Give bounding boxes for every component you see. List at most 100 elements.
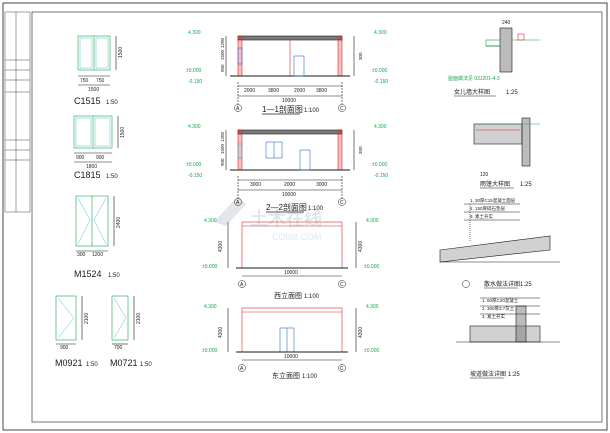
s1-dim-2: 3800 — [268, 88, 279, 94]
detail-canopy-drawing — [473, 117, 540, 167]
e1-level-bot-right: ±0.000 — [364, 264, 379, 270]
m0921-label: M0921 — [55, 358, 83, 368]
m1524-dim-h: 2400 — [116, 217, 122, 228]
window-c1515 — [77, 35, 117, 86]
s2-vdim-3: 1200 — [220, 131, 225, 142]
s1-vdim-3: 1200 — [220, 37, 225, 48]
s1-level-bot-left: -0.150 — [188, 79, 202, 85]
s2-title: 2—2剖面图 — [266, 202, 307, 212]
c1815-scale: 1:50 — [106, 174, 118, 180]
d3-note-2: 2. 150厚碎石垫层 — [470, 205, 506, 212]
m1524-label: M1524 — [74, 269, 102, 279]
sheet-inner-frame — [31, 11, 603, 423]
s1-axis-c: C — [340, 106, 344, 112]
s2-level-bot-right: -0.150 — [374, 173, 388, 179]
e1-level-top-right: 4.300 — [366, 218, 379, 224]
watermark-brand: 土木在线 — [250, 208, 322, 229]
s1-level-top-left: 4.300 — [188, 30, 201, 36]
m0721-scale: 1:50 — [140, 362, 152, 368]
door-m0721 — [111, 295, 135, 345]
s2-axis-a-bubble — [234, 198, 242, 206]
window-c1815 — [73, 115, 119, 163]
e1-axis-c: C — [340, 282, 344, 288]
m1524-dim-w1: 300 — [77, 252, 86, 258]
s1-total: 10000 — [282, 98, 296, 104]
s1-axis-c-bubble — [338, 104, 346, 112]
e2-total: 10000 — [284, 354, 298, 360]
e1-axis-c-bubble — [338, 280, 346, 288]
d3-title: 散水做法详图 — [484, 280, 520, 288]
e2-axis-a: A — [240, 366, 244, 372]
s1-scale: 1:100 — [304, 108, 320, 114]
d2-title: 雨篷大样图 — [480, 180, 510, 188]
d3-scale: 1:25 — [520, 282, 532, 288]
s2-axis-c-bubble — [338, 198, 346, 206]
d1-scale: 1:25 — [506, 90, 518, 96]
c1515-dim-h: 1500 — [118, 47, 124, 58]
c1515-dim-w2: 750 — [96, 78, 105, 84]
s2-vdim-4: 300 — [358, 146, 363, 154]
c1515-scale: 1:50 — [106, 100, 118, 106]
e2-level-bot-left: ±0.000 — [202, 348, 217, 354]
c1515-dim-w1: 750 — [80, 78, 89, 84]
c1815-dim-total: 1800 — [86, 164, 97, 170]
e2-axis-c-bubble — [338, 364, 346, 372]
c1515-dim-total: 1500 — [88, 87, 99, 93]
d3-index-bubble — [462, 280, 470, 288]
e1-level-bot-left: ±0.000 — [202, 264, 217, 270]
d1-note: 屋面做法见 03J201-4-3 — [448, 75, 500, 82]
e2-level-top-right: 4.300 — [366, 304, 379, 310]
s2-axis-a: A — [236, 200, 240, 206]
e1-axis-a-bubble — [238, 280, 246, 288]
m0721-dim-w: 700 — [114, 345, 123, 351]
s1-level-mid-right: ±0.000 — [372, 68, 387, 74]
e1-level-top-left: 4.300 — [204, 218, 217, 224]
d4-note-1: 1. 60厚C20混凝土 — [482, 297, 519, 304]
s1-dim-1: 2000 — [244, 88, 255, 94]
s2-vdim-2: 1500 — [220, 143, 225, 154]
m0721-dim-h: 2100 — [136, 313, 142, 324]
detail-ramp-drawing — [456, 297, 560, 343]
m0921-dim-h: 2100 — [84, 313, 90, 324]
s2-level-top-left: 4.300 — [188, 124, 201, 130]
e2-scale: 1:100 — [302, 374, 318, 380]
s1-title: 1—1剖面图 — [262, 104, 303, 114]
e1-side-dim-right: 4300 — [358, 241, 364, 252]
d3-note-1: 1. 30厚C15混凝土面层 — [470, 197, 516, 204]
elevation-east-drawing — [227, 307, 357, 361]
watermark-sub: COI88.COM — [272, 232, 322, 242]
d2-scale: 1:25 — [520, 182, 532, 188]
s1-vdim-4: 300 — [358, 52, 363, 60]
c1815-dim-w1: 900 — [76, 155, 85, 161]
s1-level-top-right: 4.300 — [374, 30, 387, 36]
s1-axis-a: A — [236, 106, 240, 112]
d4-scale: 1:25 — [508, 372, 520, 378]
e1-axis-a: A — [240, 282, 244, 288]
s2-axis-c: C — [340, 200, 344, 206]
c1815-dim-w2: 900 — [96, 155, 105, 161]
d4-note-2: 2. 300厚3:7灰土 — [482, 305, 515, 312]
detail-parapet-drawing — [485, 27, 540, 73]
s1-axis-a-bubble — [234, 104, 242, 112]
c1815-dim-h: 1500 — [120, 127, 126, 138]
door-m1524 — [75, 195, 115, 252]
e1-title: 西立面图 — [274, 291, 302, 300]
s1-dim-3: 2000 — [294, 88, 305, 94]
d4-note-3: 3. 素土夯实 — [482, 313, 506, 320]
s2-total: 10000 — [282, 192, 296, 198]
s1-vdim-1: 900 — [220, 64, 225, 72]
s2-dim-3: 3000 — [316, 182, 327, 188]
c1515-label: C1515 — [74, 96, 101, 106]
s2-level-top-right: 4.300 — [374, 124, 387, 130]
e1-scale: 1:100 — [304, 294, 320, 300]
m0921-scale: 1:50 — [86, 362, 98, 368]
watermark: 土木在线 COI88.COM — [214, 196, 322, 242]
s2-level-mid-right: ±0.000 — [372, 162, 387, 168]
e1-total: 10000 — [284, 270, 298, 276]
detail-apron-drawing — [439, 203, 560, 263]
e1-side-dim-left: 4300 — [218, 241, 224, 252]
m1524-dim-w2: 1200 — [92, 252, 103, 258]
door-m0921 — [55, 295, 83, 345]
e2-level-top-left: 4.300 — [204, 304, 217, 310]
